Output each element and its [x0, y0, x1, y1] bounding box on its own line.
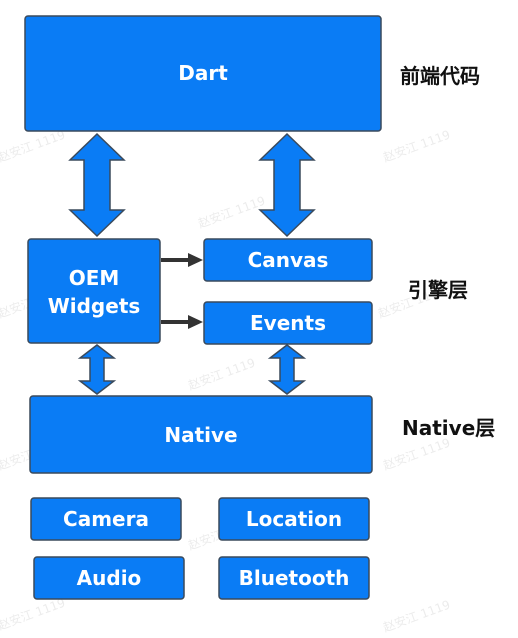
watermark-text: 赵安江 1119 — [0, 595, 67, 633]
bluetooth-label: Bluetooth — [239, 566, 350, 590]
watermark-text: 赵安江 1119 — [186, 355, 257, 393]
audio-box: Audio — [33, 556, 185, 600]
dart-canvas-double-arrow — [258, 132, 316, 238]
events-box: Events — [203, 301, 373, 345]
dart-box: Dart — [24, 15, 382, 132]
events-label: Events — [250, 311, 326, 335]
events-native-double-arrow — [267, 344, 307, 395]
camera-label: Camera — [63, 507, 149, 531]
oem-label-line2: Widgets — [48, 294, 141, 318]
location-label: Location — [246, 507, 342, 531]
watermark-text: 赵安江 1119 — [381, 435, 452, 473]
canvas-label: Canvas — [248, 248, 329, 272]
canvas-box: Canvas — [203, 238, 373, 282]
oem-native-double-arrow — [77, 344, 117, 395]
oem-events-connector — [161, 315, 203, 329]
oem-canvas-connector — [161, 253, 203, 267]
oem-widgets-box: OEM Widgets — [27, 238, 161, 344]
oem-label-line1: OEM — [69, 266, 120, 290]
watermark-text: 赵安江 1119 — [381, 127, 452, 165]
native-box: Native — [29, 395, 373, 474]
camera-box: Camera — [30, 497, 182, 541]
arrowhead-right-icon — [188, 253, 203, 267]
arrowhead-right-icon — [188, 315, 203, 329]
bluetooth-box: Bluetooth — [218, 556, 370, 600]
location-box: Location — [218, 497, 370, 541]
audio-label: Audio — [77, 566, 142, 590]
dart-label: Dart — [178, 61, 228, 85]
watermark-text: 赵安江 1119 — [381, 597, 452, 635]
layer-label-native: Native层 — [402, 416, 495, 440]
watermark-text: 赵安江 1119 — [196, 193, 267, 231]
watermark-text: 赵安江 1119 — [0, 127, 67, 165]
dart-oem-double-arrow — [68, 132, 126, 238]
native-label: Native — [164, 423, 237, 447]
layer-label-engine: 引擎层 — [408, 278, 468, 302]
layer-label-frontend: 前端代码 — [400, 64, 480, 88]
